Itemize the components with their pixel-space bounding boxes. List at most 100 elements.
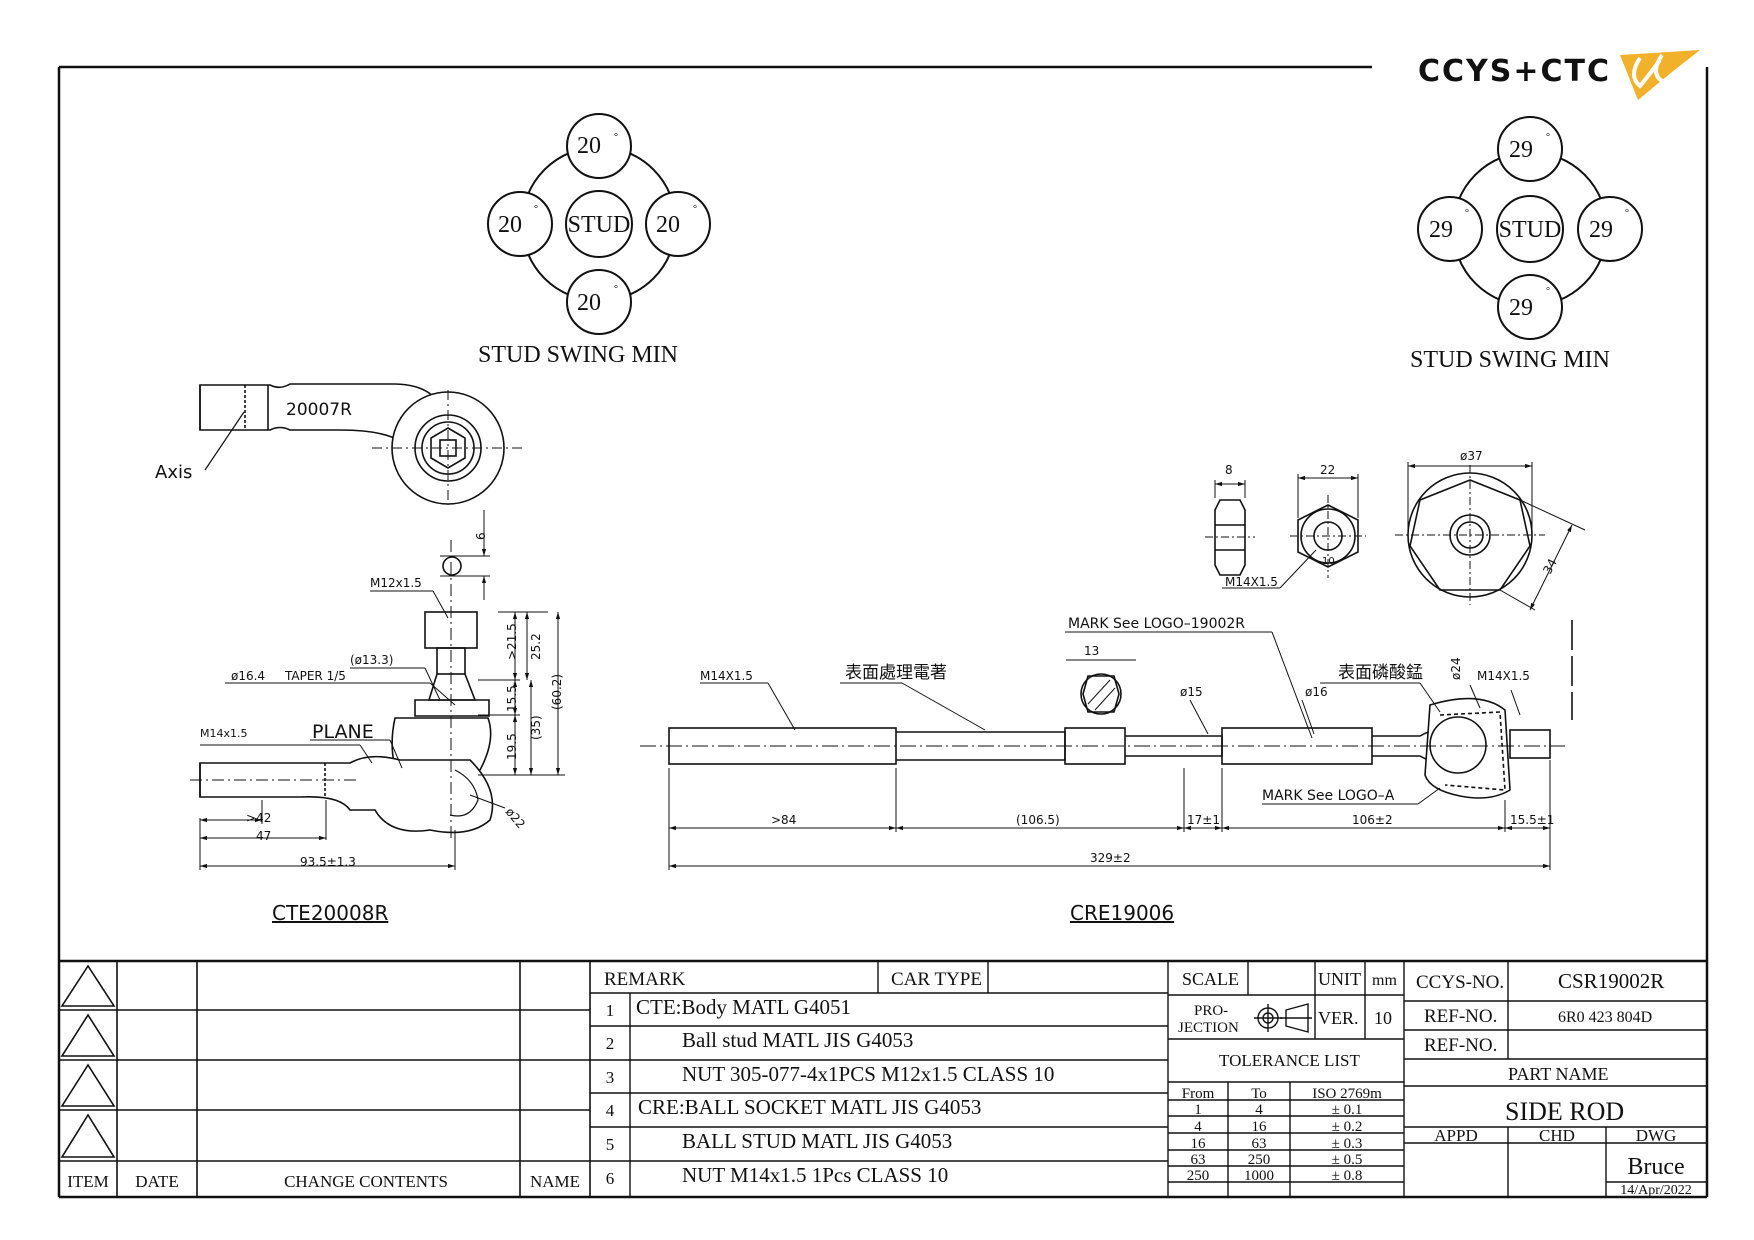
cre-note-surface2: 表面磷酸錳	[1338, 663, 1423, 682]
tol-header-to: To	[1251, 1086, 1267, 1102]
cre-dim-m14-right: M14X1.5	[1477, 669, 1530, 683]
cre-dim-d106: 106±2	[1352, 813, 1393, 827]
remark-header: REMARK	[604, 969, 686, 990]
svg-text:°: °	[1465, 208, 1469, 219]
tol-row-1-from: 1	[1194, 1102, 1202, 1118]
cre-dim-d155: 15.5±1	[1510, 813, 1554, 827]
cte-dim-d935: 93.5±1.3	[300, 855, 356, 869]
swing-right-top: 29	[1509, 137, 1533, 163]
stud-swing-right	[1417, 116, 1643, 340]
tol-row-4-tol: ± 0.5	[1332, 1152, 1363, 1168]
swing-left-caption: STUD SWING MIN	[478, 342, 678, 368]
cte-dim-d215: >21.5	[505, 623, 519, 660]
cte-side-view	[190, 540, 494, 840]
tol-row-5-to: 1000	[1244, 1168, 1274, 1184]
remark-row-3-no: 3	[606, 1068, 615, 1087]
cte-dim-taper-suffix: TAPER 1/5	[284, 669, 346, 683]
dwg-date: 14/Apr/2022	[1620, 1183, 1692, 1198]
cre-note-mark-top: MARK See LOGO–19002R	[1068, 616, 1245, 632]
swing-right-left: 29	[1429, 217, 1453, 243]
cre-dim-d329: 329±2	[1090, 851, 1131, 865]
revision-block-grid	[59, 961, 591, 1197]
ref-no-value: 6R0 423 804D	[1558, 1009, 1652, 1026]
cte-dim-taper: ø16.4	[231, 669, 265, 683]
title-block-grid	[1168, 961, 1707, 1197]
tol-header-from: From	[1182, 1086, 1215, 1102]
cte-top-view	[199, 383, 524, 505]
cte-dim-d195: 19.5	[505, 733, 519, 760]
cte-part-number: CTE20008R	[272, 901, 388, 925]
cre-part-number: CRE19006	[1070, 901, 1174, 925]
chd-label: CHD	[1539, 1126, 1575, 1145]
cre-dim-d16: ø16	[1305, 685, 1328, 699]
cre-nut-thread: M14X1.5	[1225, 575, 1278, 589]
cte-dim-d22: ø22	[503, 805, 528, 831]
scale-label: SCALE	[1182, 969, 1239, 989]
cre-nut-dims	[1214, 462, 1586, 611]
cte-dim-d35: (35)	[529, 715, 543, 740]
remark-row-6-no: 6	[606, 1169, 615, 1188]
tol-row-3-to: 63	[1252, 1136, 1267, 1152]
cte-dim-d133: (ø13.3)	[350, 653, 393, 667]
part-name-value: SIDE ROD	[1505, 1097, 1624, 1126]
projection-label-1: PRO-	[1194, 1003, 1228, 1019]
part-name-label: PART NAME	[1508, 1064, 1608, 1084]
ver-value: 10	[1374, 1008, 1392, 1028]
tol-row-2-to: 16	[1252, 1119, 1268, 1135]
tol-header-iso: ISO 2769m	[1312, 1086, 1382, 1102]
cre-dim-d24: ø24	[1449, 657, 1463, 680]
svg-text:°: °	[1546, 132, 1550, 143]
ccys-no-value: CSR19002R	[1558, 969, 1664, 993]
cre-dim-d15: ø15	[1180, 685, 1203, 699]
appd-label: APPD	[1434, 1126, 1477, 1145]
remarks-grid	[590, 961, 1169, 1197]
cre-dim-d84: >84	[771, 813, 796, 827]
rev-header-date: DATE	[135, 1172, 178, 1191]
tol-row-3-tol: ± 0.3	[1332, 1136, 1363, 1152]
ref-no-label: REF-NO.	[1424, 1006, 1497, 1027]
tol-row-1-to: 4	[1255, 1102, 1263, 1118]
tol-row-4-to: 250	[1248, 1152, 1271, 1168]
cte-dim-d155: 15.5	[505, 685, 519, 712]
svg-text:°: °	[693, 204, 697, 215]
cre-disc-diameter: ø37	[1460, 449, 1483, 463]
remark-row-5-text: BALL STUD MATL JIS G4053	[682, 1129, 952, 1153]
remark-row-6-text: NUT M14x1.5 1Pcs CLASS 10	[682, 1163, 948, 1187]
remark-row-4-no: 4	[606, 1101, 615, 1120]
company-logo: CCYS+CTC	[1418, 50, 1700, 100]
swing-right-center: STUD	[1499, 217, 1562, 243]
ref-no2-label: REF-NO.	[1424, 1035, 1497, 1056]
remark-row-3-text: NUT 305-077-4x1PCS M12x1.5 CLASS 10	[682, 1062, 1054, 1086]
svg-text:°: °	[1625, 208, 1629, 219]
cre-dim-sq13: 13	[1084, 644, 1099, 658]
remark-row-2-text: Ball stud MATL JIS G4053	[682, 1028, 913, 1052]
cre-dim-m14-left: M14X1.5	[700, 669, 753, 683]
cre-nut-hole: 10	[1322, 556, 1335, 567]
rev-header-contents: CHANGE CONTENTS	[284, 1172, 448, 1191]
svg-text:°: °	[614, 132, 618, 143]
cre-rod-view	[640, 620, 1573, 799]
svg-text:°: °	[1546, 286, 1550, 297]
cte-dim-m14: M14x1.5	[200, 727, 248, 740]
tol-row-2-tol: ± 0.2	[1332, 1119, 1363, 1135]
remark-row-4-text: CRE:BALL SOCKET MATL JIS G4053	[638, 1095, 981, 1119]
swing-right-caption: STUD SWING MIN	[1410, 347, 1610, 373]
cre-nut-width: 8	[1225, 463, 1233, 477]
cre-note-mark-bottom: MARK See LOGO–A	[1262, 788, 1395, 804]
ver-label: VER.	[1318, 1008, 1359, 1028]
logo-text: CCYS+CTC	[1418, 54, 1611, 89]
cte-dim-d602: (60.2)	[550, 674, 564, 710]
cte-dim-d252: 25.2	[529, 633, 543, 660]
dwg-label: DWG	[1636, 1126, 1677, 1145]
remark-row-5-no: 5	[606, 1135, 615, 1154]
cre-nut-af: 22	[1320, 463, 1335, 477]
swing-right-bottom: 29	[1509, 295, 1533, 321]
tol-row-3-from: 16	[1191, 1136, 1207, 1152]
cte-plane-label: PLANE	[312, 721, 374, 743]
tol-row-4-from: 63	[1191, 1152, 1206, 1168]
rev-header-name: NAME	[530, 1172, 580, 1191]
cre-dimension-lines	[668, 631, 1551, 870]
swing-left-center: STUD	[568, 212, 631, 238]
cre-dim-d17: 17±1	[1187, 813, 1220, 827]
